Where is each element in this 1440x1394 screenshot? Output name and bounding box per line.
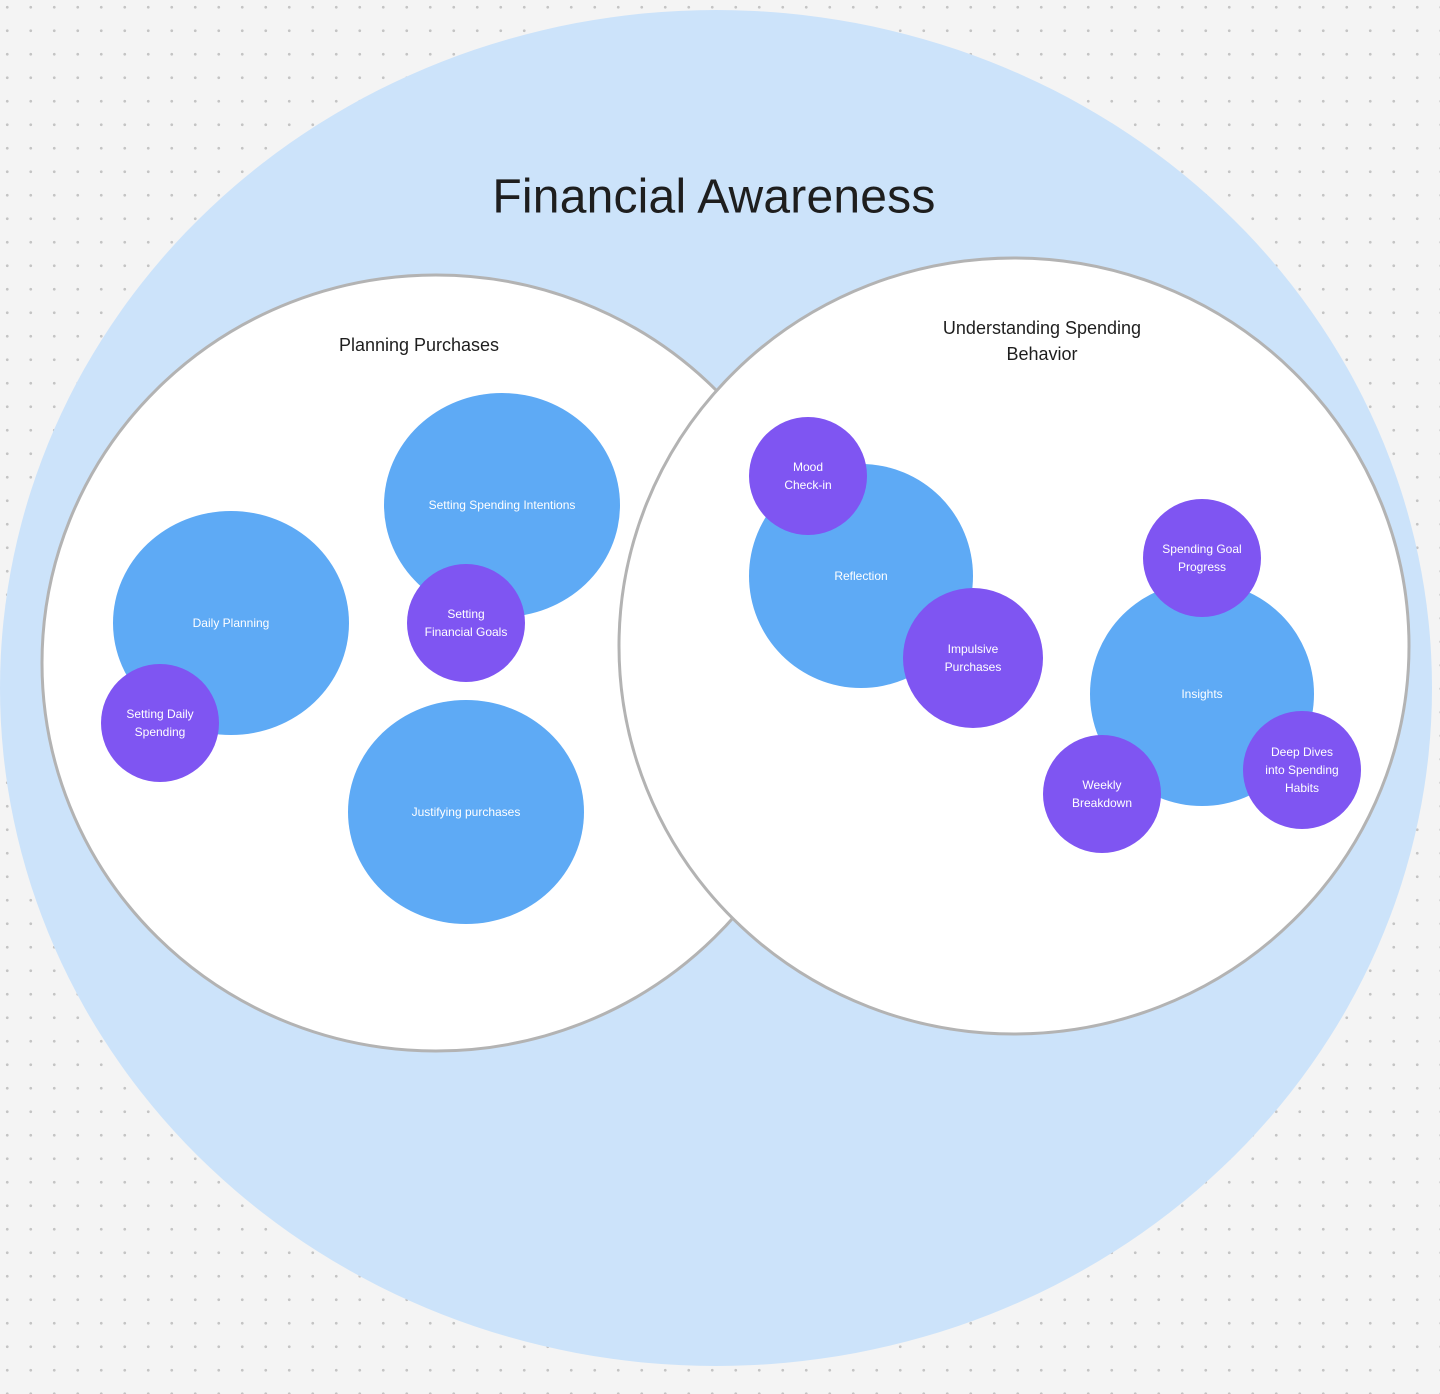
diagram-title: Financial Awareness — [492, 170, 936, 224]
feature-label: Setting Financial Goals — [424, 607, 508, 639]
topic-label: Daily Planning — [192, 616, 270, 630]
group-label: Understanding Spending Behavior — [942, 318, 1142, 364]
feature-label: Spending Goal Progress — [1162, 542, 1242, 574]
feature-label: Weekly Breakdown — [1071, 778, 1133, 810]
topic-label: Setting Spending Intentions — [428, 498, 576, 512]
feature-circle-goal-progress[interactable] — [1143, 499, 1261, 617]
feature-label: Deep Dives into Spending Habits — [1265, 745, 1339, 795]
feature-circle-daily-spending[interactable] — [101, 664, 219, 782]
topic-circle-spending-intentions[interactable] — [384, 393, 620, 617]
feature-label: Mood Check-in — [784, 460, 832, 492]
feature-circle-mood-checkin[interactable] — [749, 417, 867, 535]
feature-circle-financial-goals[interactable] — [407, 564, 525, 682]
feature-label: Setting Daily Spending — [126, 707, 194, 739]
topic-label: Justifying purchases — [411, 805, 521, 819]
group-label: Planning Purchases — [338, 335, 500, 355]
feature-label: Impulsive Purchases — [944, 642, 1002, 674]
feature-circle-weekly[interactable] — [1043, 735, 1161, 853]
topic-label: Reflection — [834, 569, 888, 583]
feature-circle-deep-dives[interactable] — [1243, 711, 1361, 829]
topic-circle-justifying[interactable] — [348, 700, 584, 924]
topic-label: Insights — [1181, 687, 1223, 701]
feature-circle-impulsive[interactable] — [903, 588, 1043, 728]
